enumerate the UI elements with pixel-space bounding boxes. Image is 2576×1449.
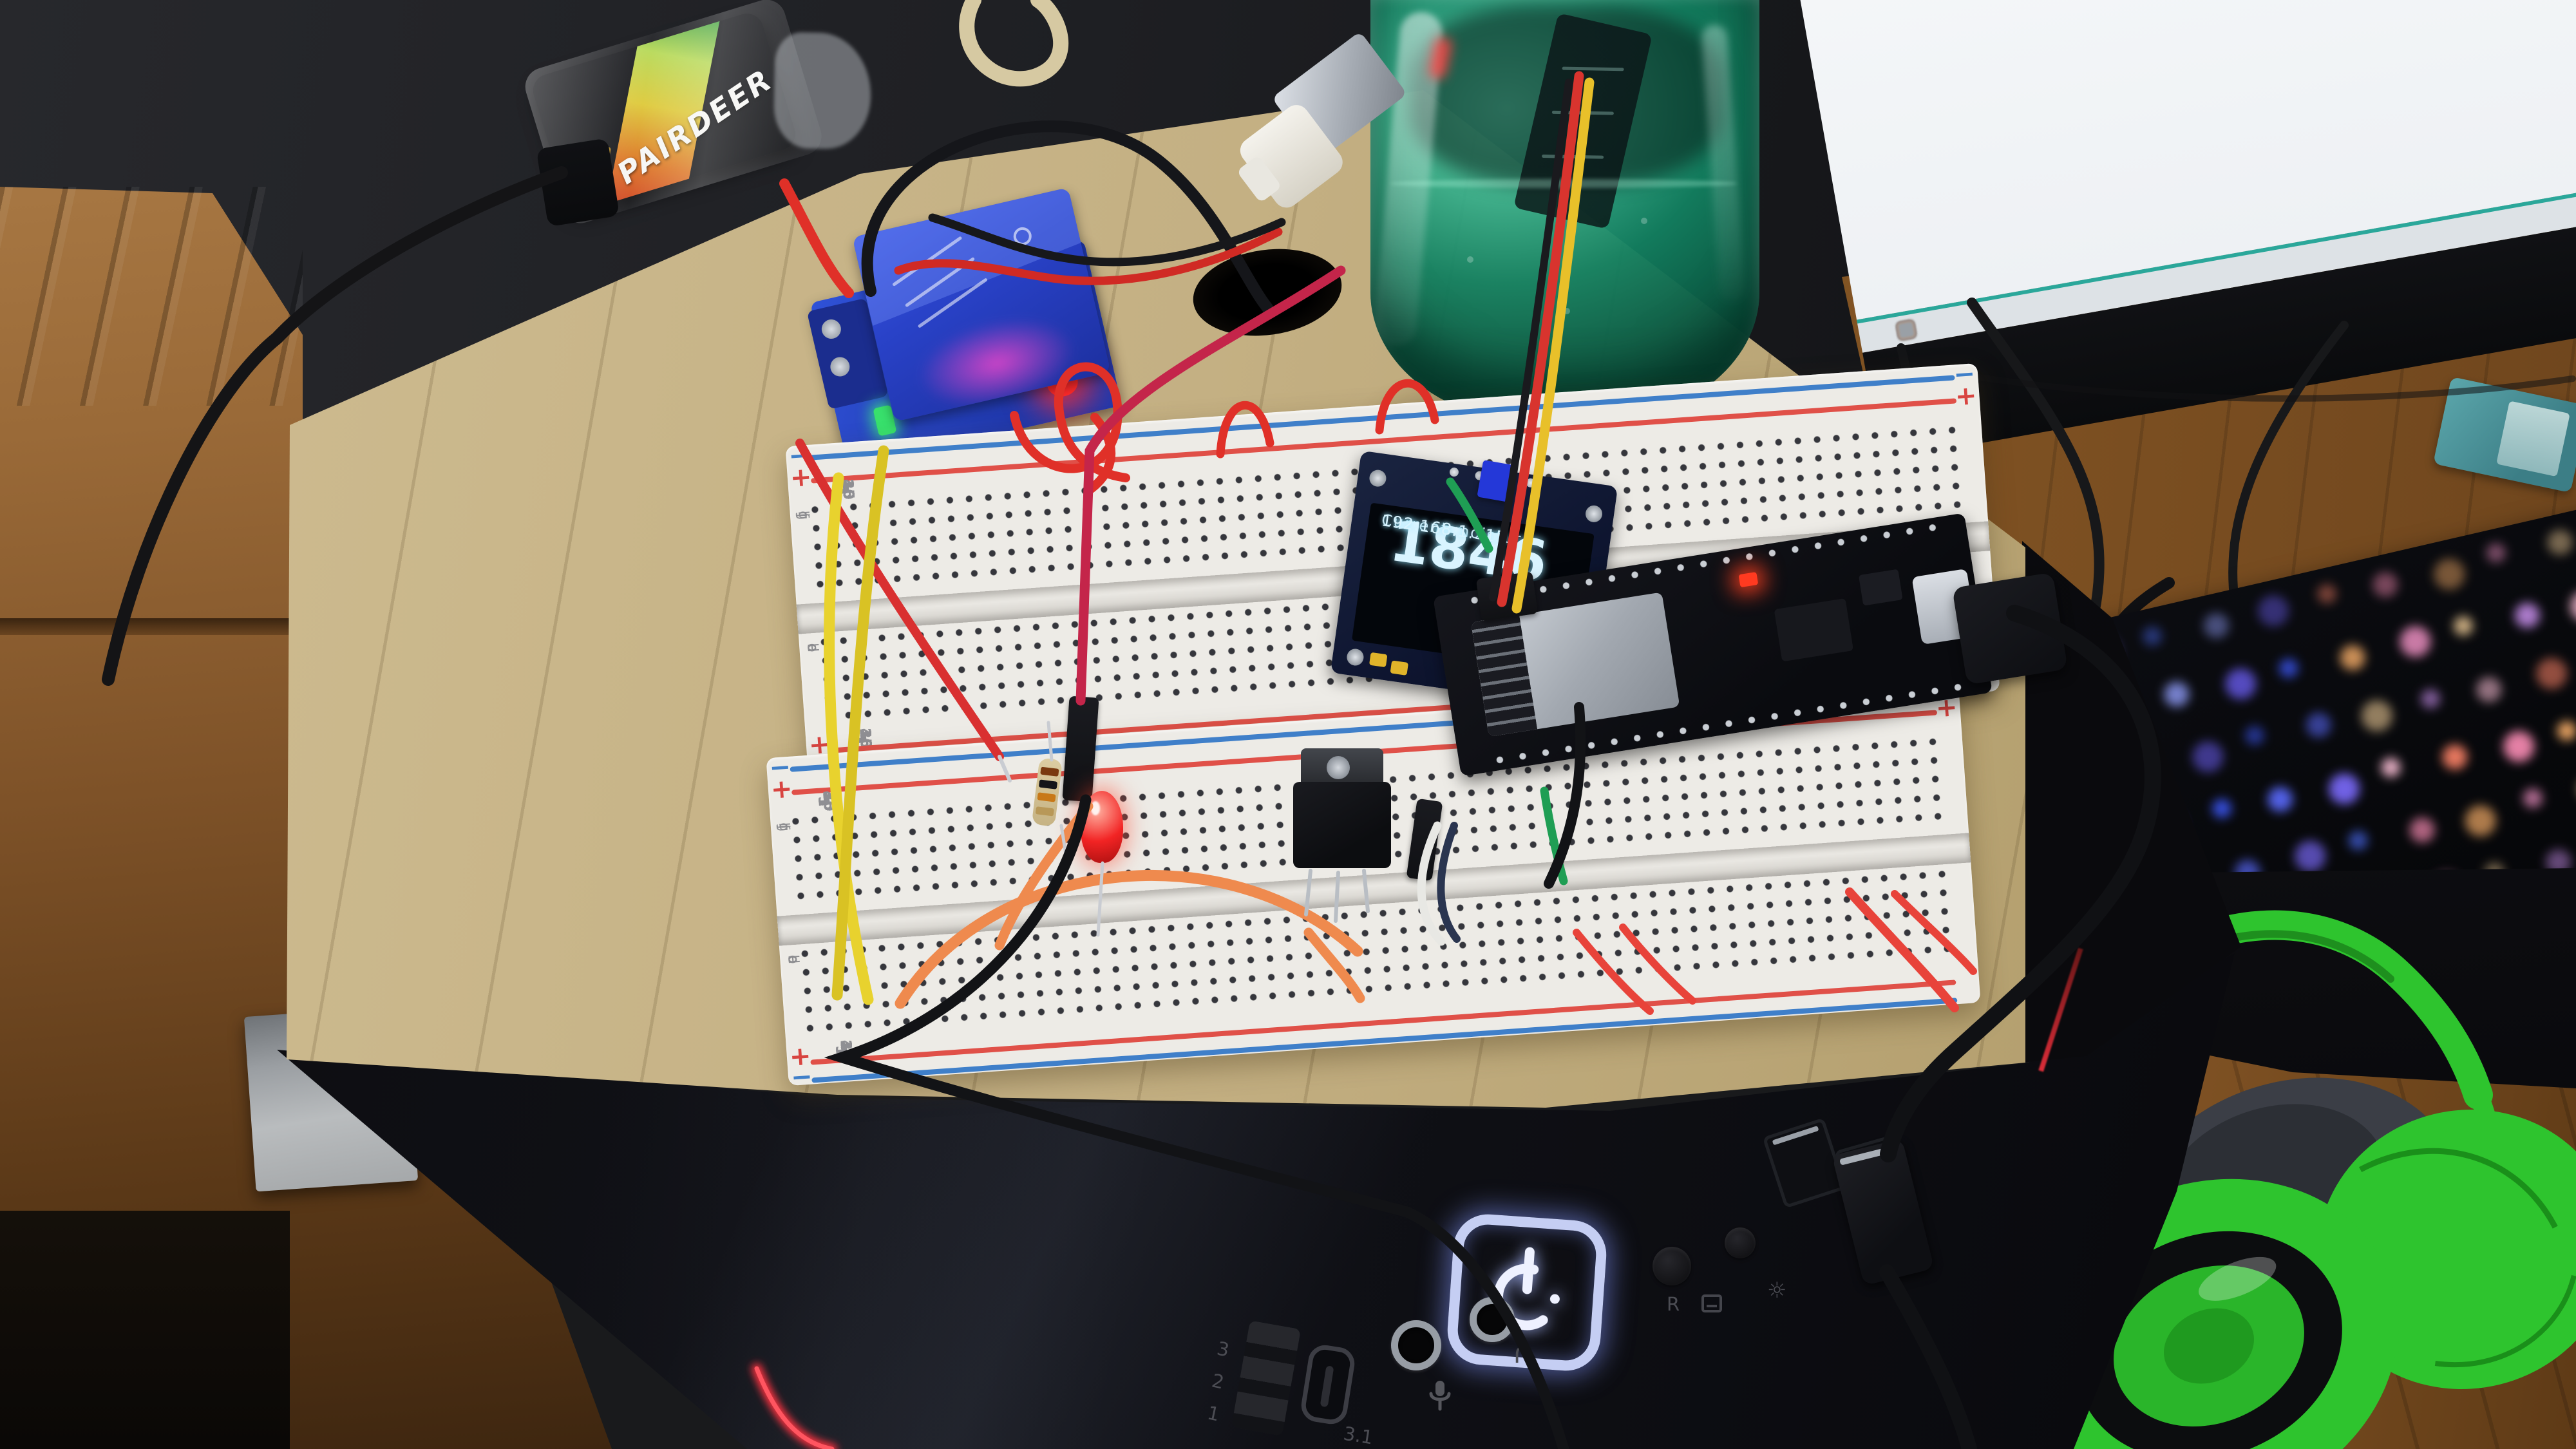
led-indicator-icon: ☼ bbox=[1767, 1278, 1787, 1303]
reset-button[interactable] bbox=[1653, 1247, 1691, 1285]
transistor-tab-hole bbox=[1327, 756, 1350, 779]
bubble bbox=[1467, 256, 1473, 263]
bubble bbox=[1641, 218, 1647, 224]
transistor-body bbox=[1293, 782, 1391, 868]
reset-label: R bbox=[1667, 1293, 1680, 1315]
hdd-icon-line bbox=[1707, 1305, 1717, 1307]
led-highlight bbox=[1091, 801, 1100, 815]
cabinet-groove bbox=[0, 618, 303, 635]
floor-bottom-left bbox=[0, 1211, 290, 1449]
mic-jack bbox=[1391, 1320, 1441, 1370]
hdd-icon bbox=[1701, 1294, 1722, 1312]
led-mode-button[interactable] bbox=[1725, 1227, 1756, 1258]
bubble bbox=[1564, 308, 1570, 314]
transistor bbox=[1293, 748, 1391, 875]
mic-icon bbox=[1429, 1381, 1451, 1411]
